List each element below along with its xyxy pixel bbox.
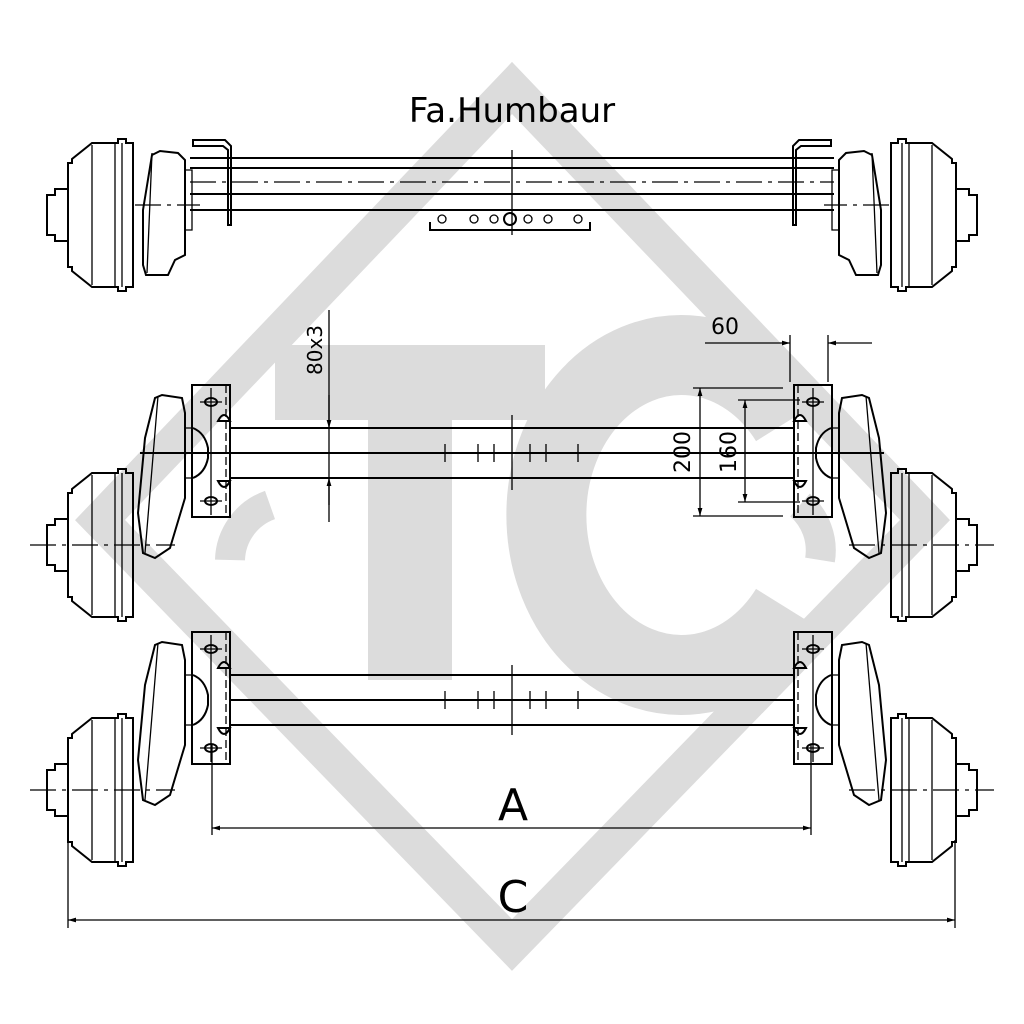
track-a-label: A — [498, 780, 528, 831]
bracket-height-label: 200 — [671, 431, 696, 473]
dimension-hole-spacing: 160 — [717, 399, 800, 503]
bottom-view-axle — [30, 631, 994, 867]
dimension-track-a: A — [211, 745, 812, 835]
dimension-bracket-height: 200 — [671, 387, 783, 517]
dimension-overall-c: C — [67, 840, 956, 928]
top-view-axle — [46, 138, 978, 292]
dimension-tube-profile: 80x3 — [303, 310, 332, 522]
drawing-title: Fa.Humbaur — [409, 91, 615, 131]
hole-spacing-label: 160 — [717, 431, 742, 473]
watermark-logo — [75, 61, 950, 971]
overall-c-label: C — [498, 872, 529, 923]
dimension-bracket-width: 60 — [705, 315, 872, 382]
bracket-width-label: 60 — [711, 315, 739, 340]
tube-profile-label: 80x3 — [303, 325, 327, 375]
